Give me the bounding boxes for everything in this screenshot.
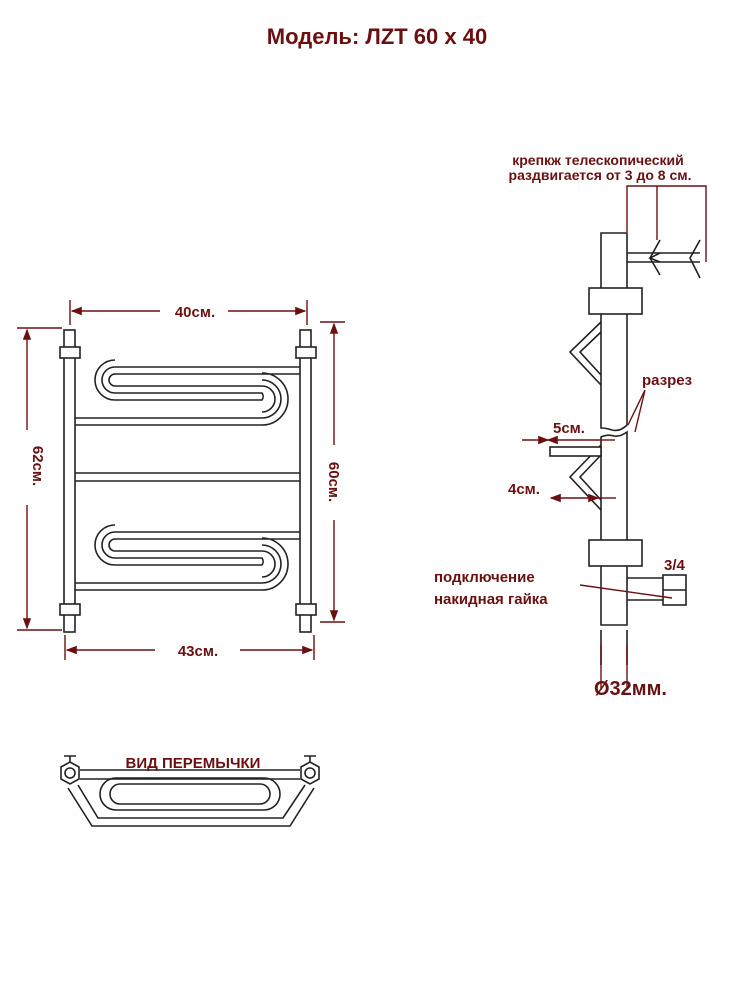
- offset-5-dim: 5см.: [553, 420, 585, 437]
- right-post: [299, 329, 312, 633]
- left-post: [63, 329, 76, 633]
- height-total-dim: 62см.: [29, 446, 46, 486]
- lower-serpentine: [75, 524, 300, 591]
- jumper-frame: [67, 769, 315, 827]
- nut: [588, 287, 643, 315]
- bracket-label-1: крепкж телескопический: [512, 152, 684, 168]
- nut: [588, 539, 643, 567]
- jumper-label: ВИД ПЕРЕМЫЧКИ: [126, 755, 261, 772]
- height-axis-dim: 60см.: [325, 462, 342, 502]
- nut: [295, 346, 317, 359]
- nut: [295, 603, 317, 616]
- hex-nut-left: [60, 755, 80, 785]
- upper-serpentine: [75, 359, 300, 426]
- telescopic-bracket: [627, 252, 700, 263]
- offset-4-dim: 4см.: [508, 481, 540, 498]
- side-post-lower: [600, 430, 628, 626]
- width-top-dim: 40см.: [175, 304, 215, 321]
- hex-nut-right: [300, 755, 320, 785]
- jumper-loop-inner: [109, 783, 271, 805]
- width-bottom-dim: 43см.: [178, 643, 218, 660]
- thread-size-label: 3/4: [664, 557, 686, 574]
- middle-bar-side: [549, 446, 602, 457]
- connection-label-2: накидная гайка: [434, 591, 548, 608]
- middle-bar: [68, 472, 310, 482]
- section-label: разрез: [642, 372, 692, 389]
- nut: [59, 603, 81, 616]
- side-post-upper: [600, 232, 628, 432]
- side-view: крепкж телескопический раздвигается от 3…: [434, 152, 707, 700]
- upper-tube-bend: [568, 321, 602, 386]
- jumper-view: ВИД ПЕРЕМЫЧКИ: [60, 755, 320, 827]
- model-title: Модель: ЛZT 60 x 40: [267, 24, 487, 49]
- diameter-label: Ø32мм.: [594, 678, 667, 700]
- front-view: 40см. 43см. 62см. 60см.: [17, 300, 345, 660]
- connection-label-1: подключение: [434, 569, 535, 586]
- jumper-loop-outer: [99, 777, 281, 811]
- bracket-label-2: раздвигается от 3 до 8 см.: [509, 167, 692, 183]
- nut: [59, 346, 81, 359]
